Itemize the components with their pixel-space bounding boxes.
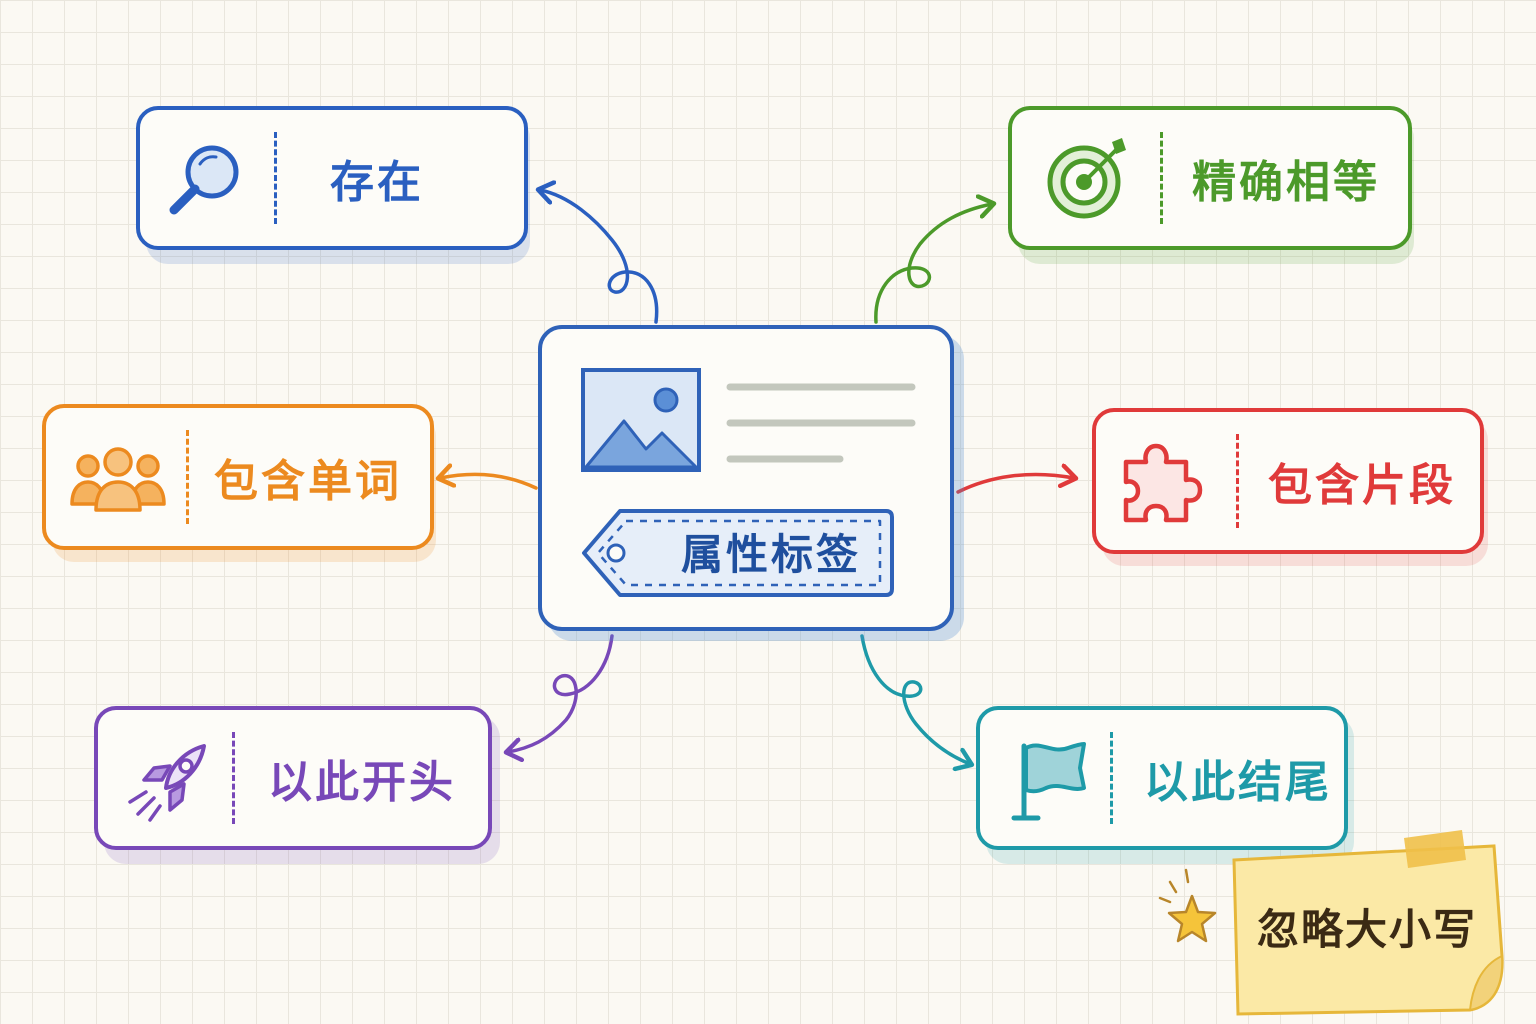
connector-to-contains-word xyxy=(440,474,538,490)
node-ends-with[interactable]: 以此结尾 xyxy=(976,706,1348,850)
node-exists-label: 存在 xyxy=(330,157,424,208)
magnifier-icon xyxy=(169,145,239,215)
node-starts-with-label: 以此开头 xyxy=(268,757,456,808)
people-icon xyxy=(70,447,166,512)
node-contains-substring-label: 包含片段 xyxy=(1268,460,1456,511)
rocket-icon xyxy=(128,744,206,822)
node-contains-word-label: 包含单词 xyxy=(214,456,402,507)
puzzle-icon xyxy=(1123,443,1203,523)
center-node-card[interactable] xyxy=(538,325,954,631)
node-contains-substring[interactable]: 包含片段 xyxy=(1092,408,1484,554)
center-node-label: 属性标签 xyxy=(680,529,861,579)
sticky-note xyxy=(1232,830,1504,1016)
target-icon xyxy=(1047,138,1126,219)
node-exact-equal-label: 精确相等 xyxy=(1192,157,1380,208)
connector-to-ends-with xyxy=(860,634,970,764)
star-icon xyxy=(1158,868,1217,943)
tag-shape xyxy=(582,509,894,597)
image-placeholder-icon xyxy=(581,368,701,472)
node-exists[interactable]: 存在 xyxy=(136,106,528,250)
node-contains-word[interactable]: 包含单词 xyxy=(42,404,434,550)
ignore-case-note: 忽略大小写 xyxy=(1256,904,1477,954)
connector-to-starts-with xyxy=(508,634,614,752)
flag-icon xyxy=(1011,742,1086,821)
connector-to-exists xyxy=(540,190,659,324)
connector-to-contains-substring xyxy=(956,474,1074,494)
connector-to-exact-equal xyxy=(874,204,992,324)
text-lines-placeholder xyxy=(726,383,916,463)
node-starts-with[interactable]: 以此开头 xyxy=(94,706,492,850)
node-exact-equal[interactable]: 精确相等 xyxy=(1008,106,1412,250)
node-ends-with-label: 以此结尾 xyxy=(1144,757,1332,808)
